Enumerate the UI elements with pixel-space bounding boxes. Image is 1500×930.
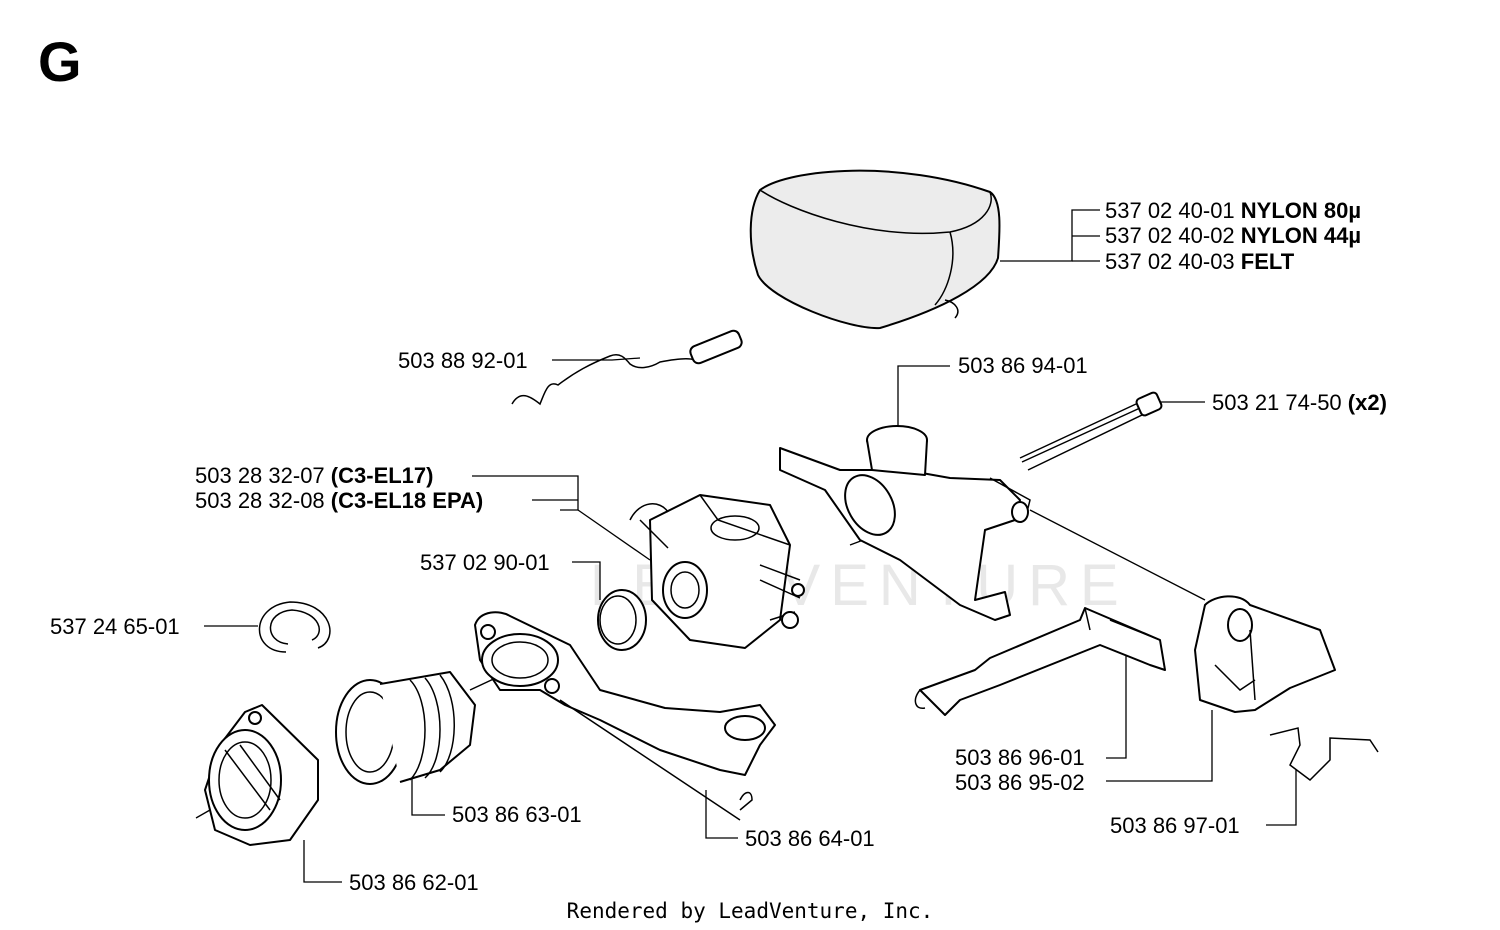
label-intake-boot: 503 86 63-01 <box>452 802 582 827</box>
label-throttle-rod-95: 503 86 95-02 <box>955 770 1085 795</box>
label-gasket: 537 02 90-01 <box>420 550 550 575</box>
label-carburetor-holder: 503 86 94-01 <box>958 353 1088 378</box>
section-letter: G <box>38 30 82 93</box>
label-choke-rod: 503 88 92-01 <box>398 348 528 373</box>
return-spring <box>1269 727 1379 781</box>
carburetor <box>629 494 805 649</box>
choke-lever <box>1194 595 1336 713</box>
label-throttle-rod-96: 503 86 96-01 <box>955 745 1085 770</box>
intake-flange <box>204 704 319 846</box>
label-intake-flange: 503 86 62-01 <box>349 870 479 895</box>
label-air-filter-felt: 537 02 40-03 FELT <box>1105 249 1295 274</box>
air-filter-cover <box>749 169 1001 330</box>
render-credit: Rendered by LeadVenture, Inc. <box>566 899 934 923</box>
choke-rod <box>511 329 743 406</box>
label-return-spring: 503 86 97-01 <box>1110 813 1240 838</box>
carburetor-holder <box>779 425 1031 621</box>
circlip-ring <box>258 601 331 653</box>
carburetor-bracket <box>474 611 776 821</box>
gasket <box>597 589 647 651</box>
throttle-rod <box>914 607 1166 716</box>
label-carburetor-el18: 503 28 32-08 (C3-EL18 EPA) <box>195 488 484 513</box>
label-circlip-ring: 537 24 65-01 <box>50 614 180 639</box>
label-bolt: 503 21 74-50 (x2) <box>1212 390 1387 415</box>
bolt <box>1019 391 1163 471</box>
label-carburetor-el17: 503 28 32-07 (C3-EL17) <box>195 463 434 488</box>
label-air-filter-44: 537 02 40-02 NYLON 44µ <box>1105 223 1362 248</box>
label-carburetor-bracket: 503 86 64-01 <box>745 826 875 851</box>
label-air-filter-80: 537 02 40-01 NYLON 80µ <box>1105 198 1362 223</box>
intake-boot <box>335 671 501 785</box>
